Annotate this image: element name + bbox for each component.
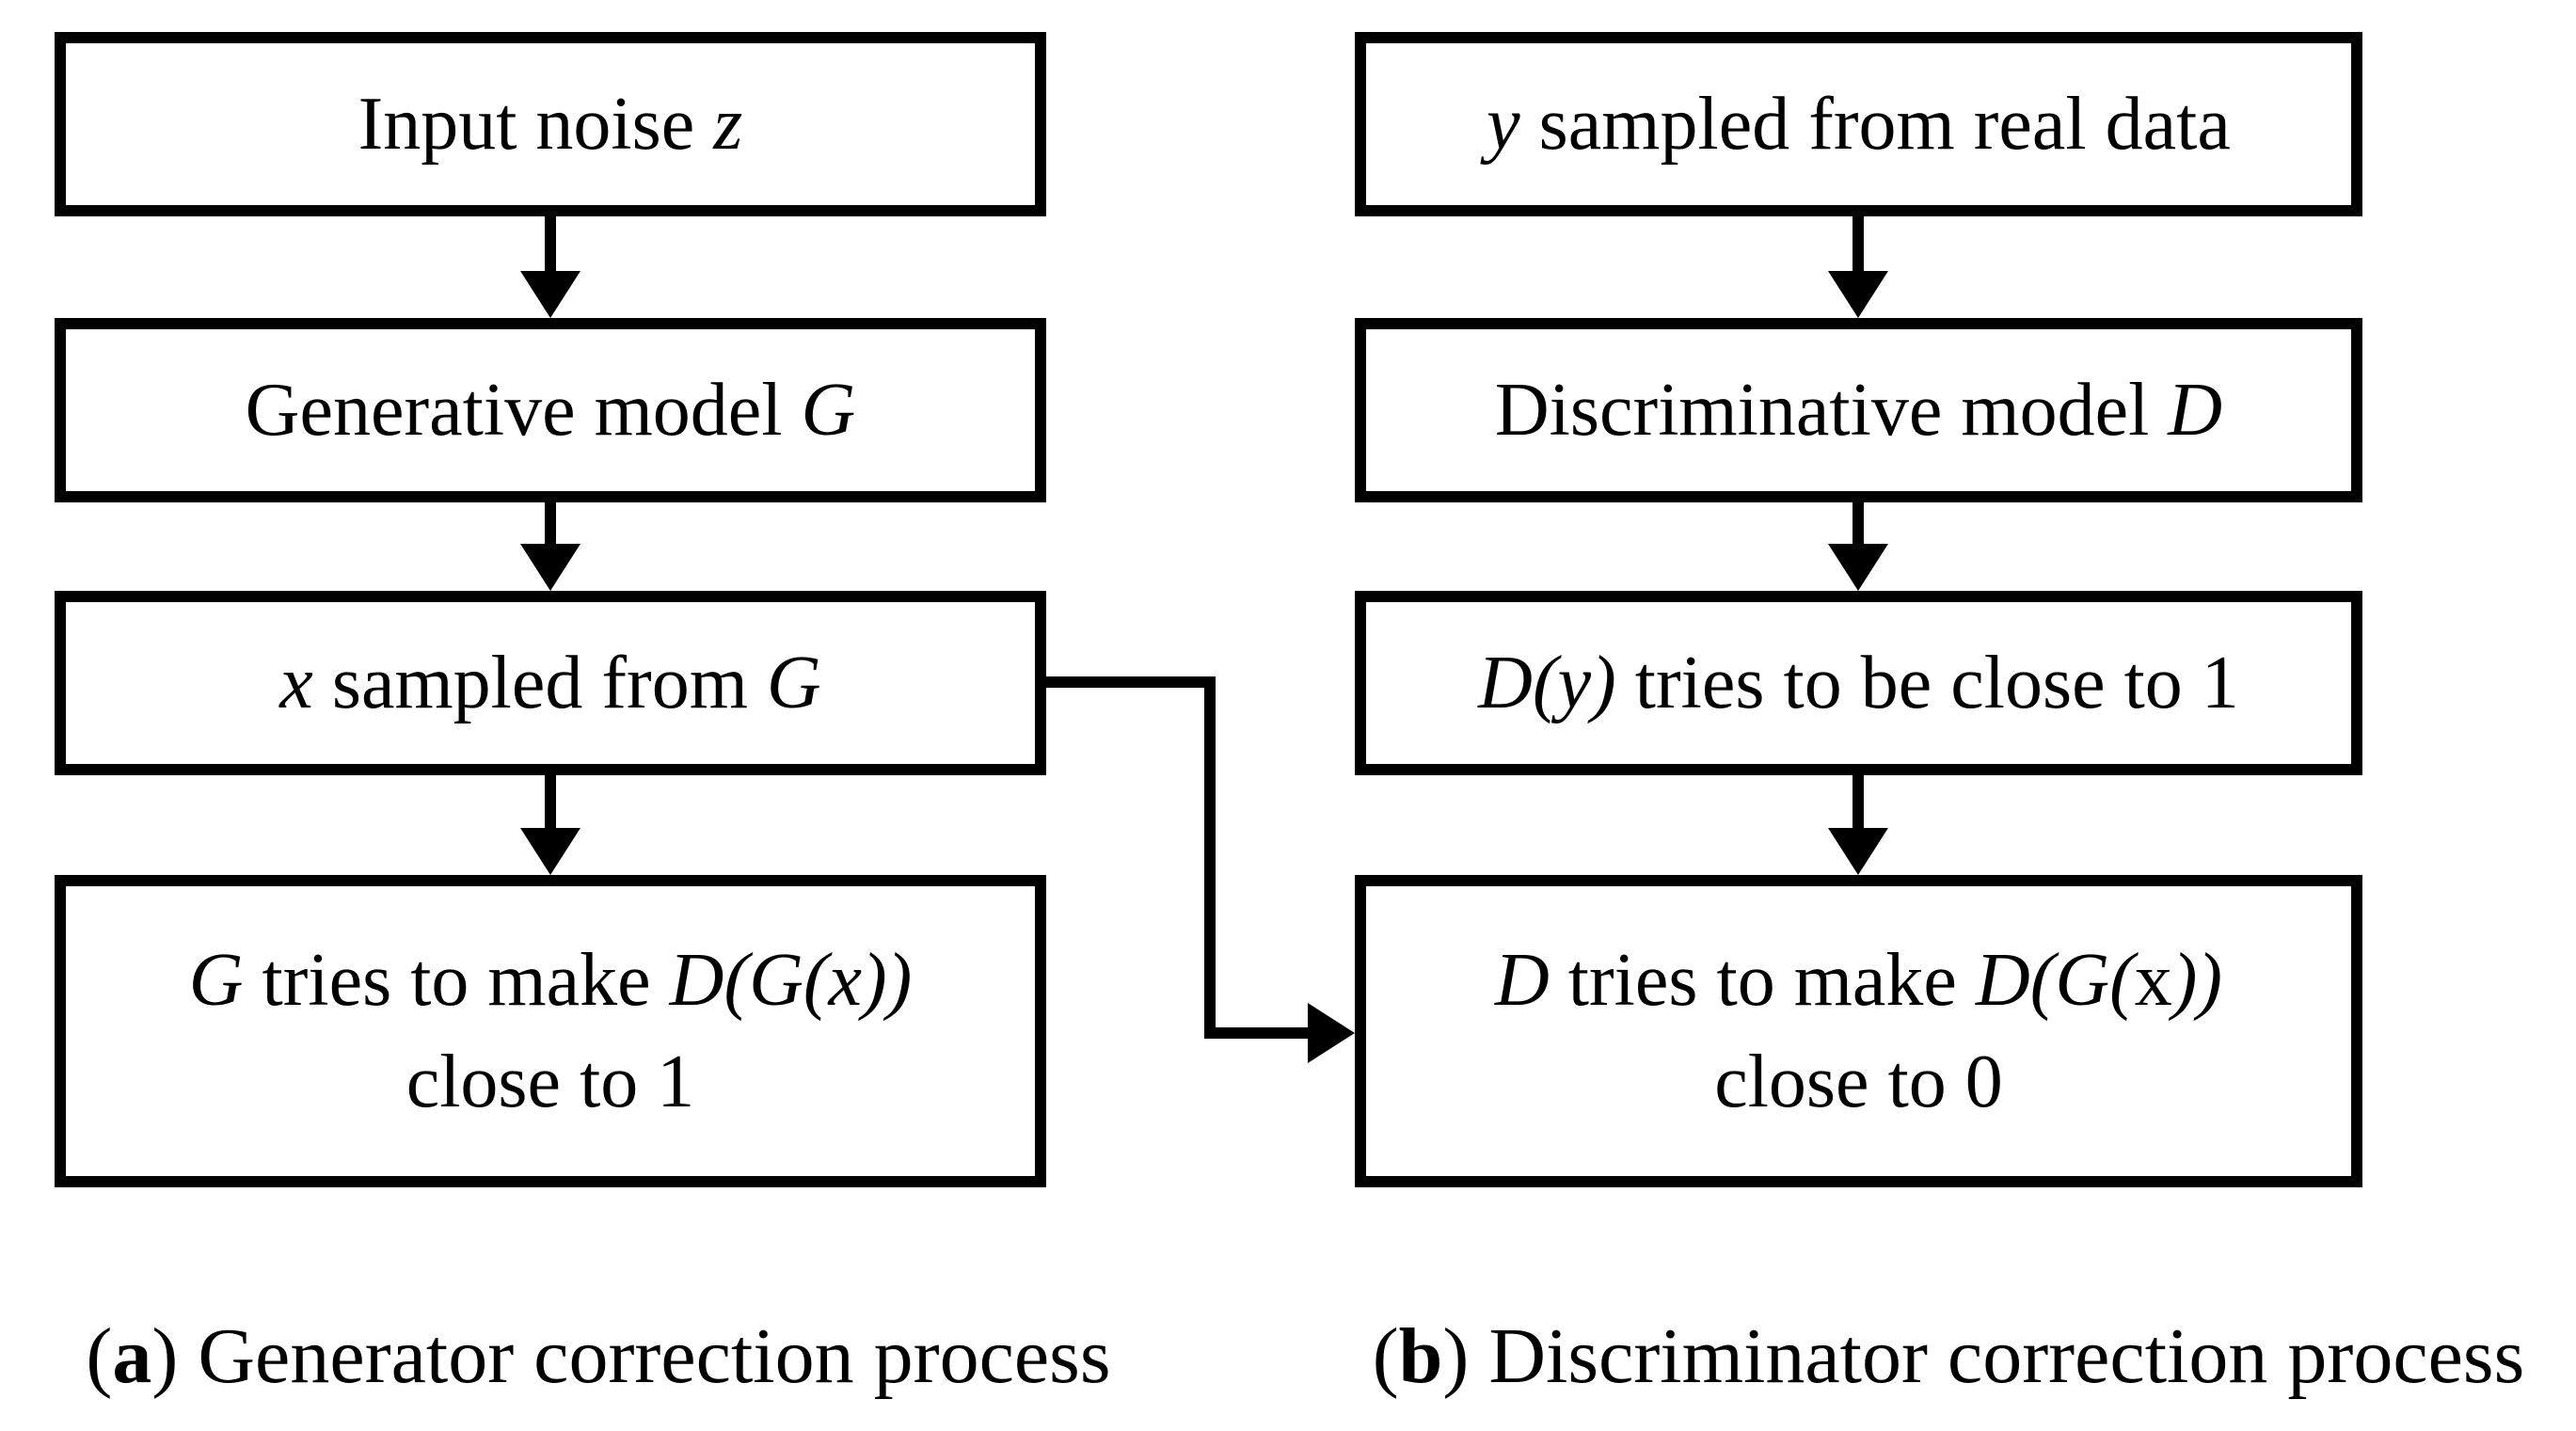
box-label: D(y) tries to be close to 1 (1478, 642, 2239, 724)
panel-b-caption: (b) Discriminator correction process (1372, 1312, 2525, 1400)
box-g-objective: G tries to make D(G(x)) close to 1 (55, 875, 1046, 1187)
box-generative-model: Generative model G (55, 318, 1046, 502)
arrow-stem (1852, 773, 1864, 830)
box-label-line1: G tries to make D(G(x)) (188, 939, 913, 1022)
arrow-head (520, 271, 580, 318)
box-label-line2: close to 0 (1714, 1041, 2003, 1123)
connector-vertical (1204, 676, 1216, 1039)
arrow-stem (545, 773, 556, 830)
arrow-head (1828, 271, 1888, 318)
box-y-sampled: y sampled from real data (1355, 32, 2362, 216)
arrow-stem (1852, 501, 1864, 546)
box-label: Generative model G (245, 369, 856, 452)
arrow-head (1828, 828, 1888, 875)
box-label-line2: close to 1 (405, 1041, 695, 1123)
box-label: Input noise z (358, 83, 743, 166)
box-discriminative-model: Discriminative model D (1355, 318, 2362, 502)
arrow-head (1308, 1003, 1355, 1063)
box-label-line1: D tries to make D(G(x)) (1494, 939, 2223, 1022)
arrow-head (1828, 544, 1888, 591)
box-x-sampled: x sampled from G (55, 591, 1046, 775)
arrow-head (520, 544, 580, 591)
arrow-stem (1852, 215, 1864, 273)
connector-horizontal-bottom (1204, 1027, 1310, 1039)
arrow-head (520, 828, 580, 875)
panel-a-caption: (a) Generator correction process (86, 1312, 1111, 1400)
box-d-objective: D tries to make D(G(x)) close to 0 (1355, 875, 2362, 1187)
box-dy-objective: D(y) tries to be close to 1 (1355, 591, 2362, 775)
arrow-stem (545, 501, 556, 546)
arrow-stem (545, 215, 556, 273)
box-label: x sampled from G (279, 642, 821, 724)
box-label: y sampled from real data (1487, 83, 2231, 166)
box-input-noise: Input noise z (55, 32, 1046, 216)
box-label: Discriminative model D (1494, 369, 2223, 452)
connector-horizontal-top (1035, 676, 1216, 688)
